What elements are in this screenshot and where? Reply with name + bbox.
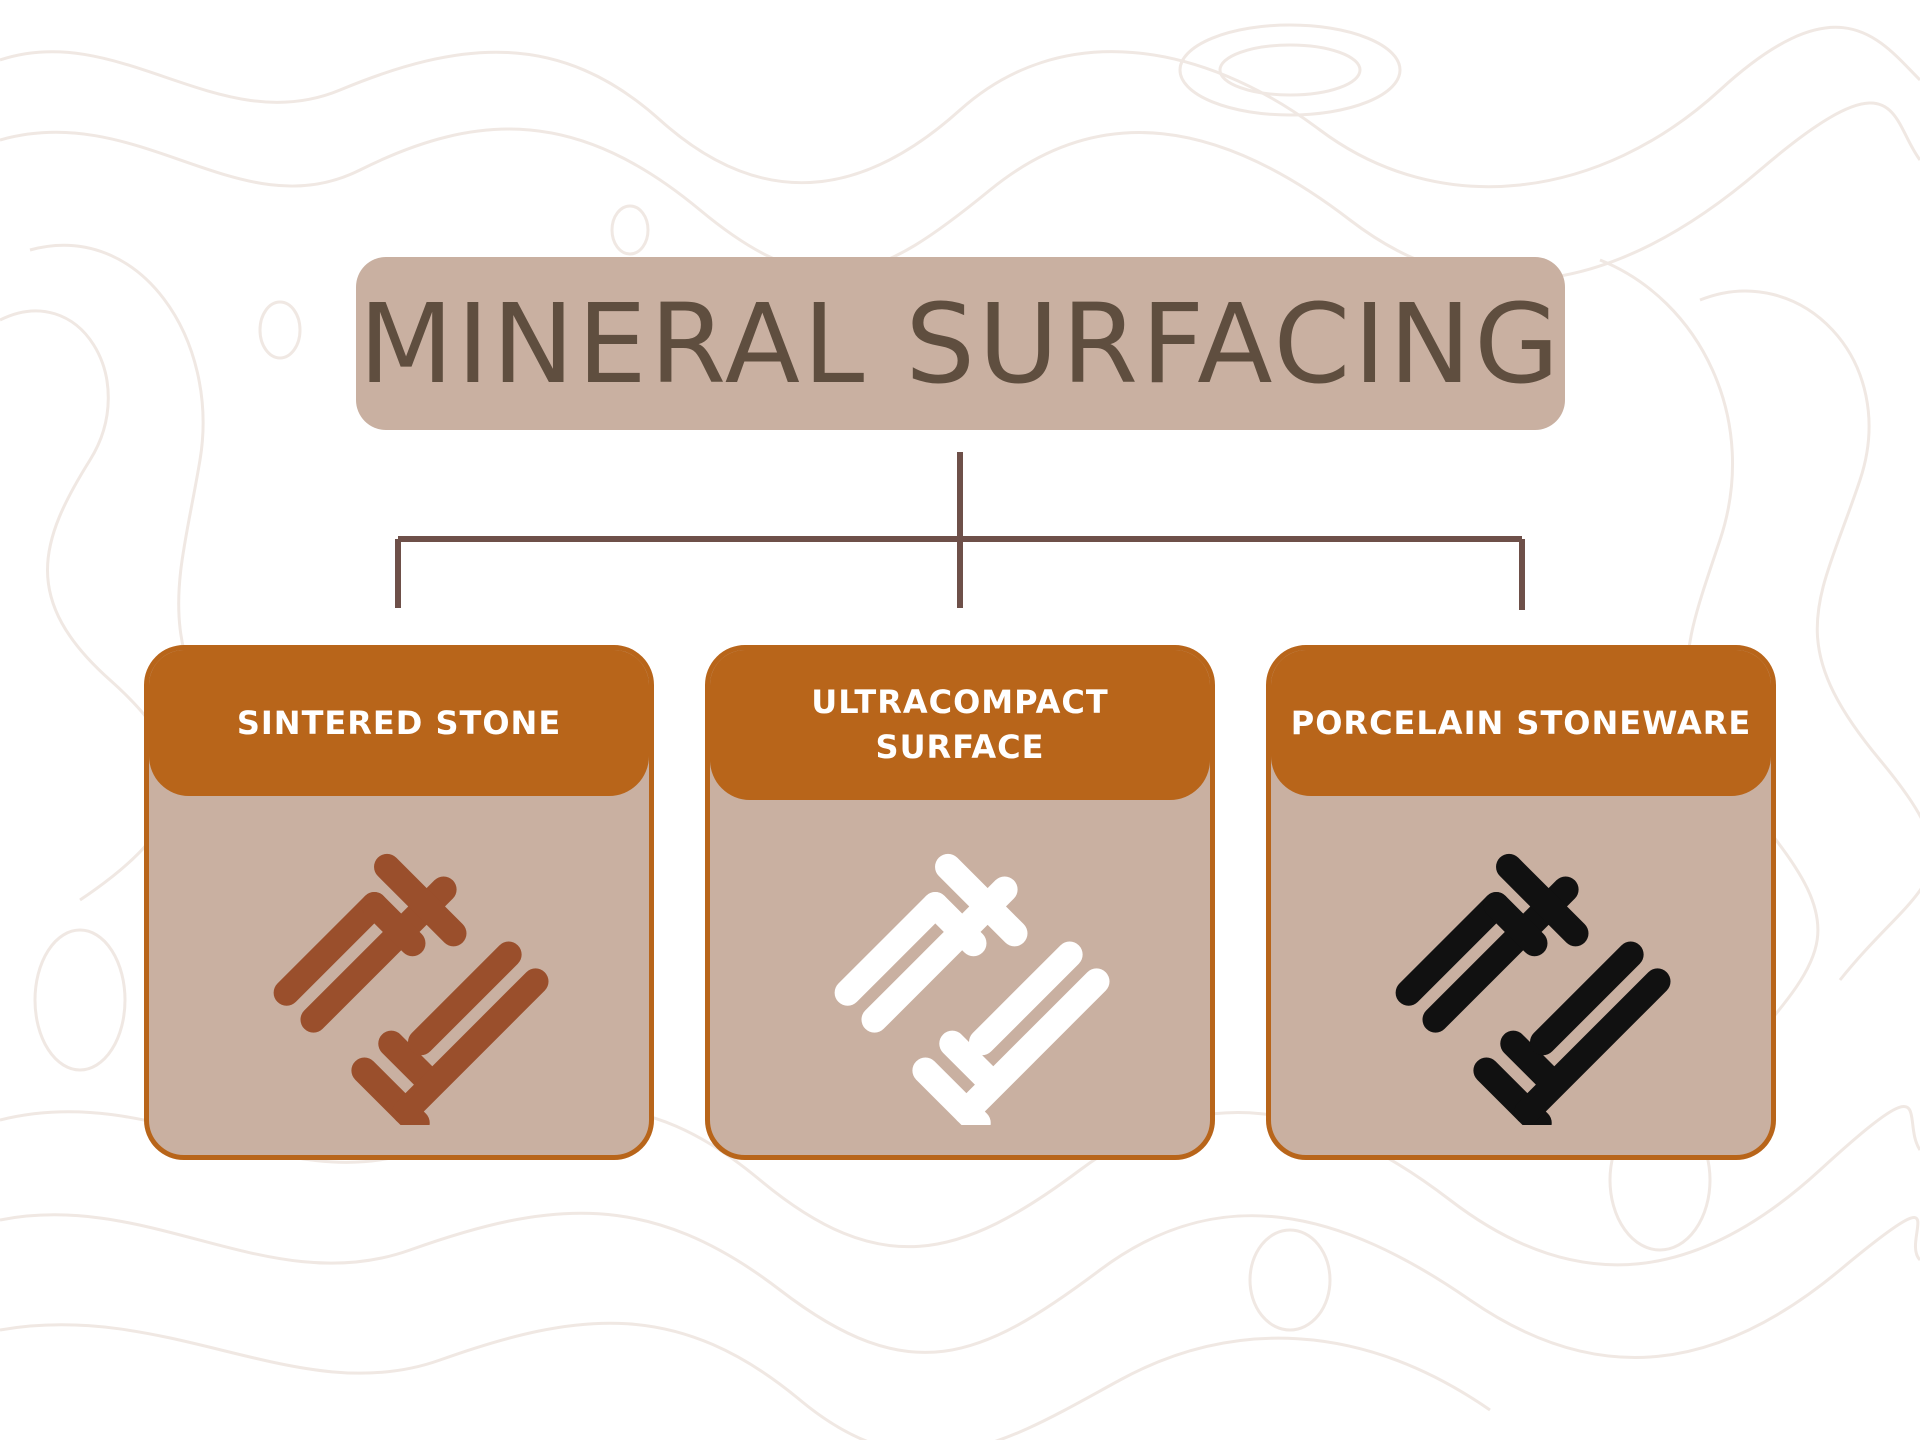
card-porcelain-stoneware: PORCELAIN STONEWARE <box>1266 645 1776 1160</box>
tile-bar <box>922 892 987 957</box>
tile-bar <box>1529 941 1644 1056</box>
tile-pattern-icon <box>1381 835 1671 1125</box>
tile-bar <box>1395 892 1510 1006</box>
tile-pattern-icon <box>820 835 1110 1125</box>
title-box: MINERAL SURFACING <box>356 257 1565 430</box>
tile-bar <box>361 892 426 957</box>
card-label: ULTRACOMPACT SURFACE <box>811 683 1109 766</box>
tile-pattern-icon <box>259 835 549 1125</box>
tile-bar <box>1483 892 1548 957</box>
tile-bar <box>834 892 949 1006</box>
tile-bar <box>392 968 549 1125</box>
tile-bar <box>953 968 1110 1125</box>
card-header: PORCELAIN STONEWARE <box>1271 650 1771 796</box>
tile-bar <box>1514 968 1671 1125</box>
tile-bar <box>935 853 1028 947</box>
card-label: SINTERED STONE <box>236 703 562 742</box>
tile-bar <box>407 941 522 1056</box>
card-header: ULTRACOMPACT SURFACE <box>710 650 1210 800</box>
tile-bar <box>273 892 388 1006</box>
card-header: SINTERED STONE <box>149 650 649 796</box>
card-sintered-stone: SINTERED STONE <box>144 645 654 1160</box>
tile-bar <box>1496 853 1589 947</box>
tile-bar <box>968 941 1083 1056</box>
tile-bar <box>374 853 467 947</box>
diagram-title: MINERAL SURFACING <box>358 279 1563 408</box>
card-label: PORCELAIN STONEWARE <box>1290 703 1752 742</box>
card-ultracompact-surface: ULTRACOMPACT SURFACE <box>705 645 1215 1160</box>
